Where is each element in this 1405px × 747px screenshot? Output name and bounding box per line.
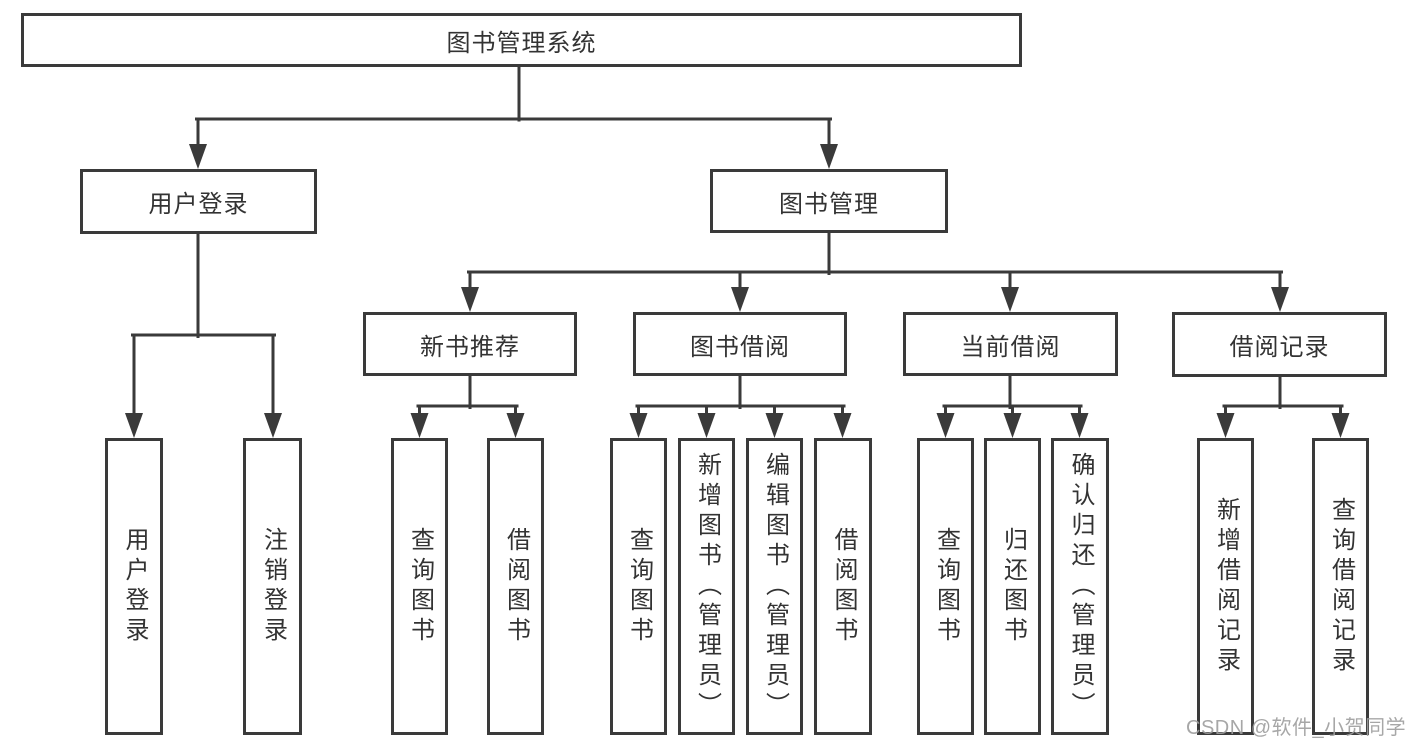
arrowhead [1001, 287, 1019, 312]
leaf-return-books-label: 归还图书 [999, 526, 1027, 647]
leaf-edit-books-admin-label: 编辑图书（管理员） [761, 451, 789, 722]
leaf-query-borrow-record: 查询借阅记录 [1312, 438, 1369, 735]
leaf-confirm-return-admin: 确认归还（管理员） [1051, 438, 1109, 735]
node-borrowing-records-label: 借阅记录 [1229, 334, 1330, 361]
leaf-add-books-admin-label: 新增图书（管理员） [693, 451, 721, 722]
leaf-borrow-books-borrowing-label: 借阅图书 [830, 526, 857, 647]
leaf-confirm-return-admin-label: 确认归还（管理员） [1067, 451, 1094, 722]
node-new-book-recommendation-label: 新书推荐 [420, 333, 520, 361]
leaf-logout-label: 注销登录 [259, 526, 287, 647]
node-current-borrowing-label: 当前借阅 [960, 333, 1061, 361]
node-current-borrowing: 当前借阅 [903, 312, 1118, 376]
arrowhead [731, 287, 749, 312]
leaf-add-borrow-record-label: 新增借阅记录 [1212, 496, 1240, 677]
leaf-return-books: 归还图书 [984, 438, 1041, 735]
arrowhead [833, 413, 852, 438]
node-new-book-recommendation: 新书推荐 [363, 312, 577, 376]
arrowhead [1331, 413, 1350, 438]
node-book-management-label: 图书管理 [779, 190, 879, 218]
node-library-management-system-label: 图书管理系统 [446, 29, 597, 57]
node-borrowing-records: 借阅记录 [1172, 312, 1387, 377]
arrowhead [410, 413, 429, 438]
arrowhead [936, 413, 955, 438]
arrowhead [189, 144, 207, 169]
leaf-logout: 注销登录 [243, 438, 302, 735]
node-user-login: 用户登录 [80, 169, 317, 234]
leaf-query-books-recommend-label: 查询图书 [406, 526, 434, 647]
arrowhead [765, 413, 784, 438]
node-book-management: 图书管理 [710, 169, 948, 233]
arrowhead [1216, 413, 1235, 438]
csdn-watermark: CSDN @软件_小贺同学 [1186, 717, 1405, 739]
leaf-user-login-label: 用户登录 [121, 526, 148, 647]
node-user-login-label: 用户登录 [148, 191, 249, 218]
arrowhead [264, 413, 282, 438]
leaf-query-books-current: 查询图书 [917, 438, 974, 735]
arrowhead [506, 413, 525, 438]
leaf-add-books-admin: 新增图书（管理员） [678, 438, 735, 735]
leaf-add-borrow-record: 新增借阅记录 [1197, 438, 1254, 735]
arrowhead [1271, 287, 1289, 312]
node-book-borrowing: 图书借阅 [633, 312, 847, 376]
arrowhead [1003, 413, 1022, 438]
leaf-query-books-recommend: 查询图书 [391, 438, 448, 735]
arrowhead [697, 413, 716, 438]
leaf-borrow-books-borrowing: 借阅图书 [814, 438, 872, 735]
node-library-management-system: 图书管理系统 [21, 13, 1022, 67]
leaf-query-books-borrowing-label: 查询图书 [625, 526, 653, 647]
leaf-edit-books-admin: 编辑图书（管理员） [746, 438, 803, 735]
arrowhead [629, 413, 648, 438]
node-book-borrowing-label: 图书借阅 [690, 333, 790, 361]
arrowhead [820, 144, 838, 169]
arrowhead [461, 287, 479, 312]
leaf-query-books-current-label: 查询图书 [932, 526, 960, 647]
leaf-query-books-borrowing: 查询图书 [610, 438, 667, 735]
arrowhead [1070, 413, 1089, 438]
arrowhead [125, 413, 143, 438]
leaf-borrow-books-recommend-label: 借阅图书 [502, 526, 530, 647]
leaf-user-login: 用户登录 [105, 438, 163, 735]
leaf-borrow-books-recommend: 借阅图书 [487, 438, 544, 735]
leaf-query-borrow-record-label: 查询借阅记录 [1327, 496, 1355, 677]
